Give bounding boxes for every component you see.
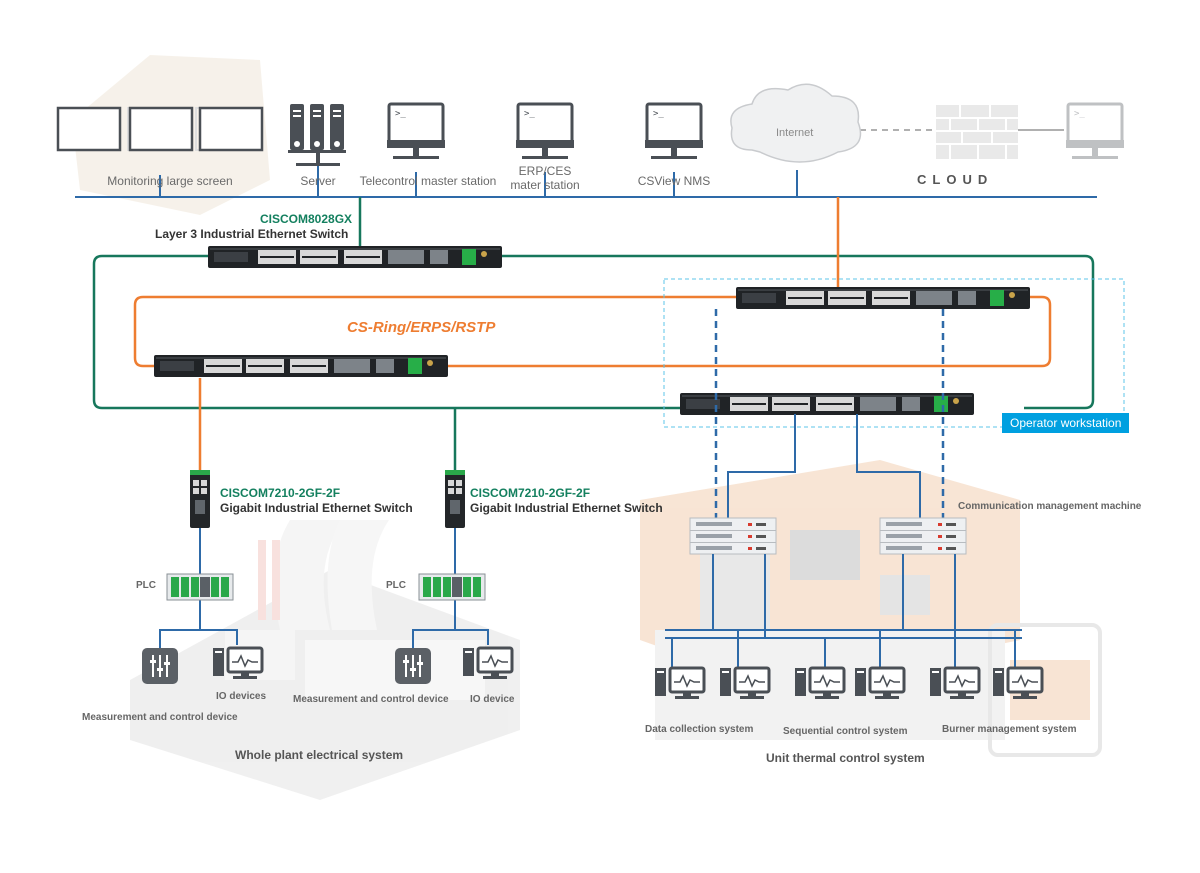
cloud-label: CLOUD bbox=[917, 172, 994, 187]
access-switch-mid bbox=[445, 470, 465, 528]
ring-switch-left bbox=[154, 355, 448, 377]
cloud-remote-monitor-icon bbox=[1064, 102, 1126, 161]
plc-left bbox=[166, 573, 234, 601]
io-device-label: IO device bbox=[470, 694, 515, 705]
plant-system-label: Whole plant electrical system bbox=[235, 748, 404, 762]
burner-label: Burner management system bbox=[942, 724, 1077, 735]
plc-mid bbox=[418, 573, 486, 601]
measurement-mid-label: Measurement and control device bbox=[293, 694, 449, 705]
csview-monitor-icon bbox=[643, 102, 705, 161]
telecontrol-monitor-icon bbox=[385, 102, 447, 161]
io-devices-label: IO devices bbox=[216, 691, 267, 702]
erp-label-line1: ERP/CES bbox=[518, 164, 572, 178]
plc-left-label: PLC bbox=[136, 580, 156, 591]
erp-label-line2: mater station bbox=[510, 178, 580, 192]
ring-switch-right-bottom bbox=[680, 393, 974, 415]
operator-workstation-badge: Operator workstation bbox=[1002, 413, 1130, 433]
server-label: Server bbox=[300, 174, 336, 188]
measurement-left-label: Measurement and control device bbox=[82, 712, 238, 723]
access-switch-left-description: Gigabit Industrial Ethernet Switch bbox=[220, 501, 413, 515]
access-switch-left bbox=[190, 470, 210, 528]
core-switch-description: Layer 3 Industrial Ethernet Switch bbox=[155, 227, 349, 241]
thermal-system-label: Unit thermal control system bbox=[766, 751, 925, 765]
access-switch-mid-description: Gigabit Industrial Ethernet Switch bbox=[470, 501, 663, 515]
core-switch-model: CISCOM8028GX bbox=[260, 212, 353, 226]
comm-machine-left bbox=[689, 517, 777, 555]
sequential-label: Sequential control system bbox=[783, 726, 908, 737]
firewall-icon bbox=[936, 105, 1018, 159]
data-collection-label: Data collection system bbox=[645, 724, 754, 735]
access-switch-left-model: CISCOM7210-2GF-2F bbox=[220, 486, 341, 500]
access-switch-mid-model: CISCOM7210-2GF-2F bbox=[470, 486, 591, 500]
erp-monitor-icon bbox=[514, 102, 576, 161]
monitoring-label: Monitoring large screen bbox=[107, 174, 233, 188]
csview-label: CSView NMS bbox=[637, 174, 711, 188]
measurement-device-left-icon bbox=[141, 647, 179, 685]
monitoring-screens-icon bbox=[56, 106, 264, 152]
comm-machine-right bbox=[879, 517, 967, 555]
internet-label: Internet bbox=[776, 127, 814, 139]
internet-cloud-icon bbox=[730, 83, 862, 163]
server-icon bbox=[288, 104, 346, 166]
ring-switch-right-top bbox=[736, 287, 1030, 309]
plc-mid-label: PLC bbox=[386, 580, 406, 591]
comm-machine-label: Communication management machine bbox=[958, 501, 1142, 512]
ring-protocol-label: CS-Ring/ERPS/RSTP bbox=[347, 319, 496, 336]
core-switch-ciscom8028gx bbox=[208, 246, 502, 268]
telecontrol-label: Telecontrol master station bbox=[359, 174, 497, 188]
measurement-device-mid-icon bbox=[394, 647, 432, 685]
